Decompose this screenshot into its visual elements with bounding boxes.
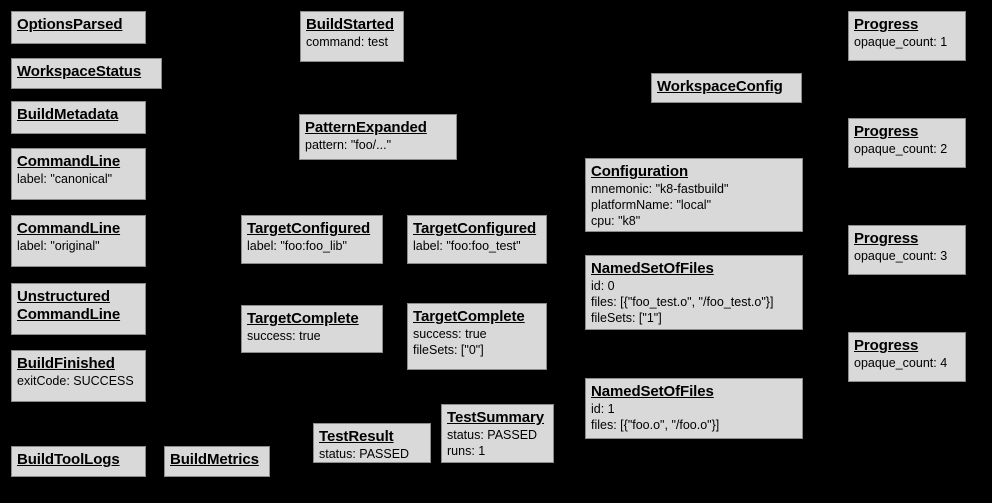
event-node-field: opaque_count: 4 (854, 356, 948, 371)
event-node-fields: label: "canonical" (17, 172, 140, 188)
event-node-field: status: PASSED (447, 428, 538, 443)
event-node-title: BuildMetrics (170, 451, 259, 468)
event-node-field: command: test (306, 35, 388, 50)
event-node-field: id: 1 (591, 402, 615, 417)
event-node-fields: opaque_count: 3 (854, 249, 960, 265)
event-node-field: label: "foo:foo_test" (413, 239, 521, 254)
event-node-fields: mnemonic: "k8-fastbuild"platformName: "l… (591, 182, 797, 229)
event-node-build-metadata[interactable]: BuildMetadata (11, 101, 146, 134)
event-node-target-complete-lib[interactable]: TargetComplete success: true (241, 305, 383, 353)
event-node-title: Progress (854, 230, 919, 247)
event-node-fields: opaque_count: 1 (854, 35, 960, 51)
event-node-title: TestSummary (447, 409, 544, 426)
event-node-title: BuildToolLogs (17, 451, 120, 468)
event-node-command-line-original[interactable]: CommandLine label: "original" (11, 215, 146, 267)
event-node-target-configured-lib[interactable]: TargetConfigured label: "foo:foo_lib" (241, 215, 383, 264)
event-node-fields: success: true (247, 329, 377, 345)
event-node-title: BuildStarted (306, 16, 394, 33)
event-node-field: files: [{"foo_test.o", "/foo_test.o"}] (591, 294, 774, 309)
event-node-test-result[interactable]: TestResult status: PASSED (313, 423, 431, 463)
event-node-field: exitCode: SUCCESS (17, 374, 134, 389)
event-node-title: PatternExpanded (305, 119, 427, 136)
event-node-title: TestResult (319, 428, 394, 445)
event-node-fields: label: "foo:foo_test" (413, 239, 541, 255)
event-node-target-configured-test[interactable]: TargetConfigured label: "foo:foo_test" (407, 215, 547, 264)
event-node-field: platformName: "local" (591, 197, 712, 212)
event-node-field: runs: 1 (447, 443, 486, 458)
event-node-pattern-expanded[interactable]: PatternExpanded pattern: "foo/..." (299, 114, 457, 160)
event-node-field: success: true (247, 329, 321, 344)
event-node-fields: label: "original" (17, 239, 140, 255)
event-node-build-finished[interactable]: BuildFinished exitCode: SUCCESS (11, 350, 146, 402)
event-node-fields: status: PASSED (319, 447, 425, 463)
event-node-unstructured-command-line[interactable]: Unstructured CommandLine (11, 283, 146, 335)
event-node-title: NamedSetOfFiles (591, 383, 714, 400)
event-node-build-tool-logs[interactable]: BuildToolLogs (11, 446, 146, 477)
event-node-title: CommandLine (17, 220, 121, 237)
event-node-command-line-canonical[interactable]: CommandLine label: "canonical" (11, 148, 146, 200)
event-node-title: TargetConfigured (247, 220, 371, 237)
event-node-title: Unstructured CommandLine (17, 288, 121, 324)
event-node-title: Progress (854, 123, 919, 140)
event-node-title: NamedSetOfFiles (591, 260, 714, 277)
event-node-workspace-status[interactable]: WorkspaceStatus (11, 58, 162, 89)
event-node-progress-1[interactable]: Progress opaque_count: 1 (848, 11, 966, 61)
event-node-title: CommandLine (17, 153, 121, 170)
event-node-title: TargetComplete (413, 308, 525, 325)
event-node-field: cpu: "k8" (591, 213, 641, 228)
event-node-title: BuildMetadata (17, 106, 119, 123)
event-node-configuration[interactable]: Configuration mnemonic: "k8-fastbuild"pla… (585, 158, 803, 232)
event-node-title: TargetComplete (247, 310, 359, 327)
event-node-progress-3[interactable]: Progress opaque_count: 3 (848, 225, 966, 275)
event-node-progress-2[interactable]: Progress opaque_count: 2 (848, 118, 966, 168)
event-node-field: label: "canonical" (17, 172, 113, 187)
event-node-title: TargetConfigured (413, 220, 537, 237)
event-node-field: label: "original" (17, 239, 100, 254)
event-node-title: WorkspaceStatus (17, 63, 142, 80)
event-node-progress-4[interactable]: Progress opaque_count: 4 (848, 332, 966, 382)
event-node-field: label: "foo:foo_lib" (247, 239, 347, 254)
event-node-field: fileSets: ["0"] (413, 342, 484, 357)
event-node-field: opaque_count: 3 (854, 249, 948, 264)
event-node-field: opaque_count: 1 (854, 35, 948, 50)
event-node-fields: opaque_count: 4 (854, 356, 960, 372)
event-node-title: OptionsParsed (17, 16, 123, 33)
event-node-title: Configuration (591, 163, 689, 180)
event-node-field: status: PASSED (319, 447, 410, 462)
event-node-build-metrics[interactable]: BuildMetrics (164, 446, 270, 477)
event-node-title: BuildFinished (17, 355, 115, 372)
event-node-field: success: true (413, 327, 487, 342)
event-node-field: fileSets: ["1"] (591, 310, 662, 325)
event-node-title: Progress (854, 337, 919, 354)
event-node-field: files: [{"foo.o", "/foo.o"}] (591, 417, 720, 432)
event-node-fields: opaque_count: 2 (854, 142, 960, 158)
event-node-build-started[interactable]: BuildStarted command: test (300, 11, 404, 62)
event-node-field: pattern: "foo/..." (305, 138, 392, 153)
event-node-field: mnemonic: "k8-fastbuild" (591, 182, 729, 197)
event-node-fields: exitCode: SUCCESS (17, 374, 140, 390)
event-node-options-parsed[interactable]: OptionsParsed (11, 11, 146, 44)
event-node-field: id: 0 (591, 279, 615, 294)
event-node-fields: pattern: "foo/..." (305, 138, 451, 154)
event-node-fields: command: test (306, 35, 398, 51)
event-node-field: opaque_count: 2 (854, 142, 948, 157)
event-node-fields: label: "foo:foo_lib" (247, 239, 377, 255)
event-node-workspace-config[interactable]: WorkspaceConfig (651, 73, 802, 103)
event-node-title: Progress (854, 16, 919, 33)
event-node-title: WorkspaceConfig (657, 78, 783, 95)
